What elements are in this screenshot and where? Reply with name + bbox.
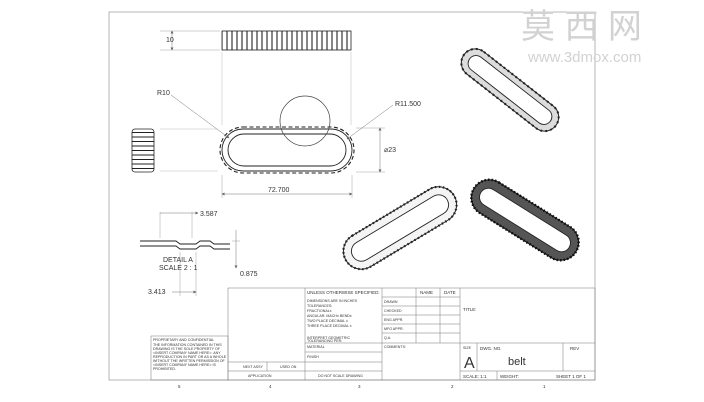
dwg-no-value: belt (508, 356, 526, 368)
approval-drawn: DRAWN (384, 300, 398, 304)
dim-detail-right: 0.875 (240, 271, 258, 278)
title-block-text: UNLESS OTHERWISE SPECIFIED: NAME DATE DI… (153, 290, 586, 379)
spec-note-6: THREE PLACE DECIMAL ± (307, 324, 352, 328)
col-name: NAME (420, 290, 433, 295)
side-view (131, 128, 155, 173)
dim-radius-left: R10 (157, 90, 170, 97)
dim-detail-top: 3.587 (200, 211, 218, 218)
unless-specified: UNLESS OTHERWISE SPECIFIED: (307, 290, 380, 295)
isometric-view-left (342, 185, 458, 271)
col-date: DATE (444, 290, 456, 295)
spec-note-3: FRACTIONAL± (307, 309, 332, 313)
dim-radius-right: R11.500 (395, 101, 421, 108)
used-on-label: USED ON (280, 365, 297, 369)
interpret-2: TOLERANCING PER: (307, 339, 342, 343)
dim-length: 72.700 (268, 187, 290, 194)
dim-detail-left: 3.413 (148, 289, 166, 296)
watermark: 莫 西 网 www.3dmox.com (521, 8, 642, 66)
proprietary-line-2: DRAWING IS THE SOLE PROPERTY OF (153, 347, 221, 351)
isometric-view-right (470, 178, 580, 262)
spec-note-4: ANGULAR: MACH± BEND± (307, 314, 352, 318)
do-not-scale-label: DO NOT SCALE DRAWING (318, 374, 363, 378)
approval-checked: CHECKED (384, 309, 402, 313)
sheet-label: SHEET 1 OF 1 (556, 374, 586, 379)
approval-mfg: MFG APPR. (384, 327, 404, 331)
rev-label: REV (570, 346, 579, 351)
zone-3: 3 (358, 384, 361, 389)
front-view: R10 R11.500 ⌀23 72.700 (157, 52, 421, 198)
zone-4: 4 (269, 384, 272, 389)
zone-5: 5 (178, 384, 181, 389)
title-label: TITLE: (463, 307, 477, 312)
finish-label: FINISH (307, 355, 319, 359)
material-label: MATERIAL (307, 345, 325, 349)
spec-note-5: TWO PLACE DECIMAL ± (307, 319, 348, 323)
proprietary-line-7: PROHIBITED. (153, 367, 176, 371)
detail-a-circle (279, 95, 331, 147)
application-label: APPLICATION (248, 374, 272, 378)
interpret-1: INTERPRET GEOMETRIC (307, 336, 350, 340)
proprietary-line-1: THE INFORMATION CONTAINED IN THIS (153, 343, 222, 347)
proprietary-line-4: REPRODUCTION IN PART OR AS A WHOLE (153, 355, 227, 359)
size-label: SIZE (463, 346, 472, 350)
zone-1: 1 (543, 384, 546, 389)
dwg-no-label: DWG. NO. (480, 346, 502, 351)
top-view: 10 (160, 30, 352, 51)
approval-eng: ENG APPR. (384, 318, 403, 322)
detail-label-2: SCALE 2 : 1 (159, 265, 198, 272)
zone-numbers: 5 4 3 2 1 (178, 384, 546, 389)
approval-qa: Q.A. (384, 336, 391, 340)
proprietary-line-6: <INSERT COMPANY NAME HERE> IS (153, 363, 216, 367)
title-block (150, 287, 596, 381)
spec-note-2: TOLERANCES: (307, 304, 332, 308)
next-assy-label: NEXT ASSY (243, 365, 264, 369)
proprietary-title: PROPRIETARY AND CONFIDENTIAL (153, 338, 214, 342)
zone-2: 2 (451, 384, 454, 389)
approval-comments: COMMENTS: (384, 345, 406, 349)
scale-label: SCALE: 1:1 (463, 374, 487, 379)
proprietary-line-3: <INSERT COMPANY NAME HERE>. ANY (153, 351, 221, 355)
size-value: A (464, 355, 475, 372)
dim-width-top: 10 (166, 37, 174, 44)
detail-label-1: DETAIL A (163, 257, 193, 264)
dim-diameter: ⌀23 (384, 147, 396, 154)
isometric-view-top (460, 47, 560, 133)
spec-note-1: DIMENSIONS ARE IN INCHES (307, 299, 358, 303)
watermark-brand: 莫 西 网 (521, 8, 642, 46)
detail-a-view: 3.587 0.875 3.413 DETAIL A SCALE 2 : 1 (140, 211, 258, 296)
watermark-url: www.3dmox.com (527, 49, 641, 66)
weight-label: WEIGHT: (500, 374, 519, 379)
proprietary-line-5: WITHOUT THE WRITTEN PERMISSION OF (153, 359, 226, 363)
